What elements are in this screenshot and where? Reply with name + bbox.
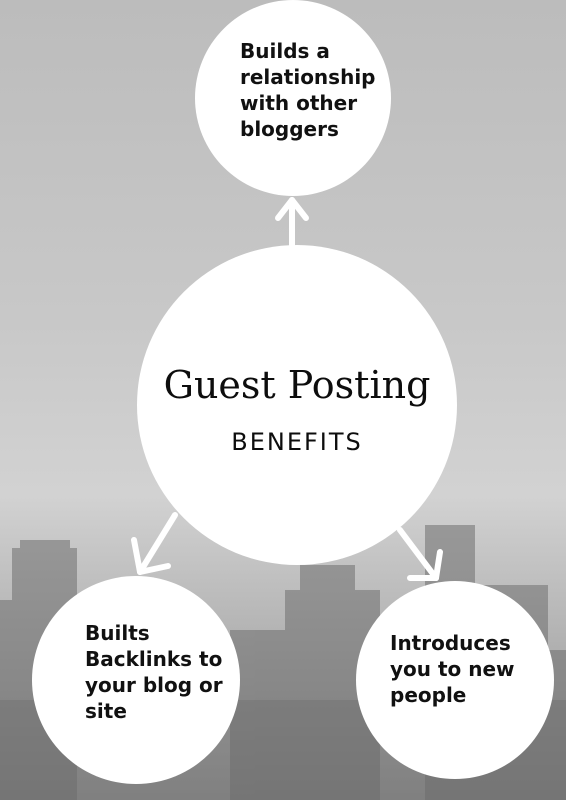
diagram-title: Guest Posting xyxy=(163,363,431,407)
arrow-to-bottom-right-circle xyxy=(397,527,443,581)
bottom-right-benefit-label: Introduces you to new people xyxy=(390,631,515,707)
top-benefit-circle xyxy=(195,0,391,196)
bottom-right-benefit-circle xyxy=(356,581,554,779)
top-benefit-label: Builds a relationship with other blogger… xyxy=(240,39,376,141)
arrow-to-top-circle xyxy=(275,197,309,253)
bottom-left-benefit-label: Builts Backlinks to your blog or site xyxy=(85,621,223,723)
diagram-subtitle: BENEFITS xyxy=(231,428,363,456)
arrow-to-bottom-left-circle xyxy=(131,512,178,575)
bottom-left-benefit-circle xyxy=(32,576,240,784)
center-circle xyxy=(137,245,457,565)
